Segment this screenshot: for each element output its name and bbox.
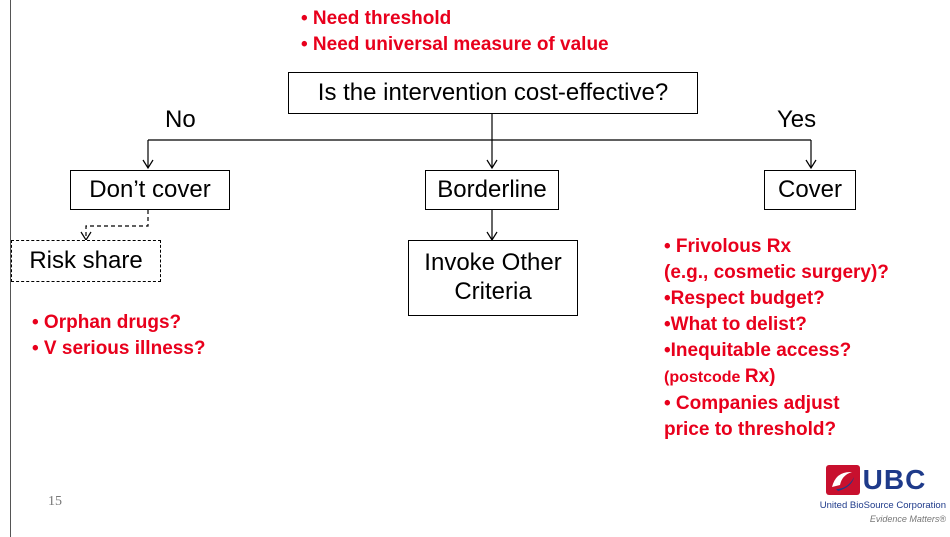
branch-no-label: No xyxy=(165,106,196,133)
top-note: • Need threshold xyxy=(301,8,452,29)
riskshare-connector xyxy=(85,210,149,240)
left-note: • Orphan drugs? xyxy=(32,312,182,333)
borderline-text: Borderline xyxy=(437,175,547,203)
top-note: • Need universal measure of value xyxy=(301,34,609,55)
cover-text: Cover xyxy=(777,175,843,203)
left-notes: • Orphan drugs? • V serious illness? xyxy=(32,310,206,362)
left-note: • V serious illness? xyxy=(32,338,206,359)
question-box: Is the intervention cost-effective? xyxy=(288,72,698,114)
top-notes: • Need threshold • Need universal measur… xyxy=(301,6,609,58)
right-note: price to threshold? xyxy=(664,419,837,440)
right-note: •Respect budget? xyxy=(664,288,825,309)
arrowhead-yes xyxy=(805,159,817,170)
risk-share-text: Risk share xyxy=(29,246,143,274)
right-note: • Frivolous Rx xyxy=(664,236,792,257)
borderline-box: Borderline xyxy=(425,170,559,210)
invoke-text-line1: Invoke Other xyxy=(424,249,562,277)
dont-cover-box: Don’t cover xyxy=(70,170,230,210)
ubc-swirl-icon xyxy=(825,465,860,495)
arrowhead-mid xyxy=(486,159,498,170)
right-note: • Companies adjust xyxy=(664,393,840,414)
slide-edge-line xyxy=(10,0,11,537)
logo-tagline: Evidence Matters® xyxy=(869,514,946,524)
postcode-rx-text: Rx) xyxy=(744,366,776,387)
page-number: 15 xyxy=(48,494,62,509)
dont-cover-text: Don’t cover xyxy=(89,175,211,203)
cover-box: Cover xyxy=(764,170,856,210)
logo-corporation: United BioSource Corporation xyxy=(819,500,946,511)
invoke-criteria-box: Invoke Other Criteria xyxy=(408,240,578,316)
right-note: •Inequitable access? xyxy=(664,340,852,361)
right-notes: • Frivolous Rx (e.g., cosmetic surgery)?… xyxy=(664,234,889,443)
invoke-text-line2: Criteria xyxy=(454,278,532,305)
question-text: Is the intervention cost-effective? xyxy=(317,78,669,106)
arrowhead-no xyxy=(142,159,154,170)
right-note: •What to delist? xyxy=(664,314,807,335)
logo-text: UBC xyxy=(862,464,927,495)
branch-yes-label: Yes xyxy=(777,106,817,133)
risk-share-box: Risk share xyxy=(11,240,161,282)
logo-row: UBC xyxy=(806,464,946,496)
postcode-small-text: (postcode xyxy=(664,369,745,386)
right-note-postcode: (postcode Rx) xyxy=(664,364,889,391)
right-note: (e.g., cosmetic surgery)? xyxy=(664,262,889,283)
ubc-logo: UBC United BioSource Corporation Evidenc… xyxy=(806,464,946,534)
